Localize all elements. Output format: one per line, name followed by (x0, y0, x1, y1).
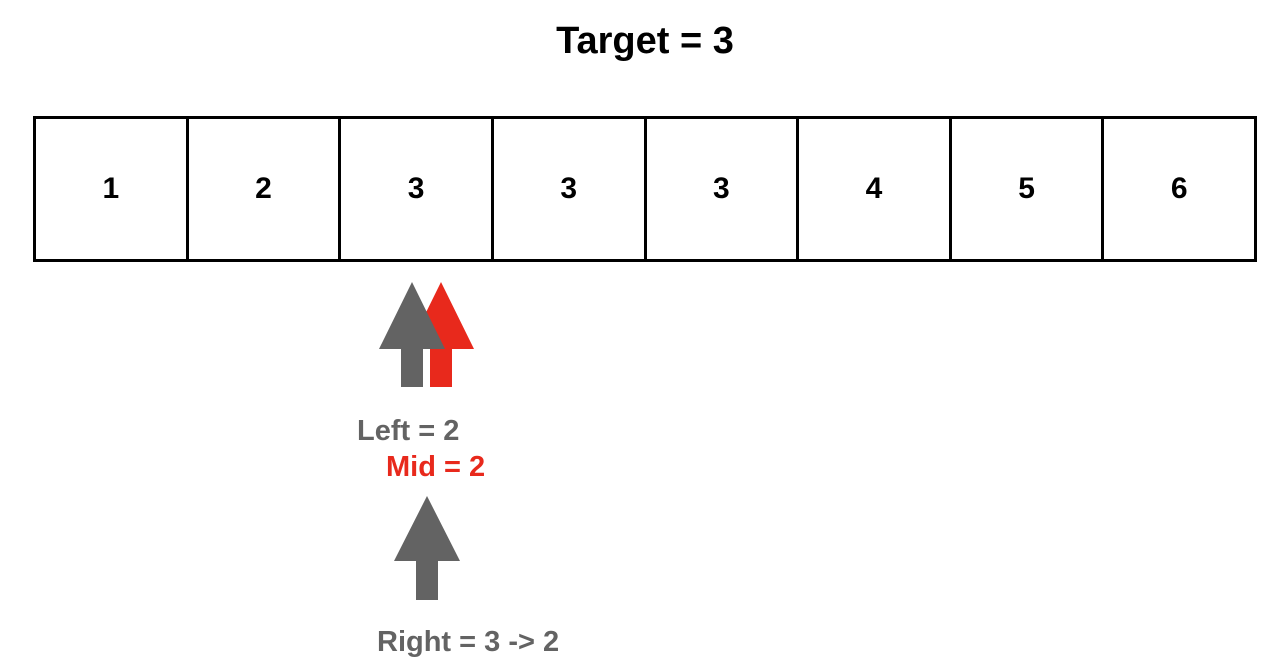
diagram-title: Target = 3 (556, 20, 734, 62)
array-cell-5: 4 (799, 119, 952, 259)
right-pointer-label: Right = 3 -> 2 (377, 626, 560, 658)
left-pointer-arrow-icon (379, 282, 445, 387)
array-cell-7: 6 (1170, 172, 1188, 205)
mid-pointer-label: Mid = 2 (386, 451, 486, 483)
array-cell-3: 3 (494, 119, 647, 259)
left-pointer-label: Left = 2 (357, 415, 460, 447)
array-cell-4: 3 (647, 119, 800, 259)
array-row: 1 2 3 3 3 4 5 6 (33, 116, 1257, 262)
array-cell-1: 2 (189, 119, 342, 259)
array-cell-0: 1 (36, 119, 189, 259)
array-cell-6: 5 (952, 119, 1105, 259)
mid-pointer-arrow-icon (408, 282, 474, 387)
array-cell-2: 3 (341, 119, 494, 259)
right-pointer-arrow-icon (394, 496, 460, 600)
